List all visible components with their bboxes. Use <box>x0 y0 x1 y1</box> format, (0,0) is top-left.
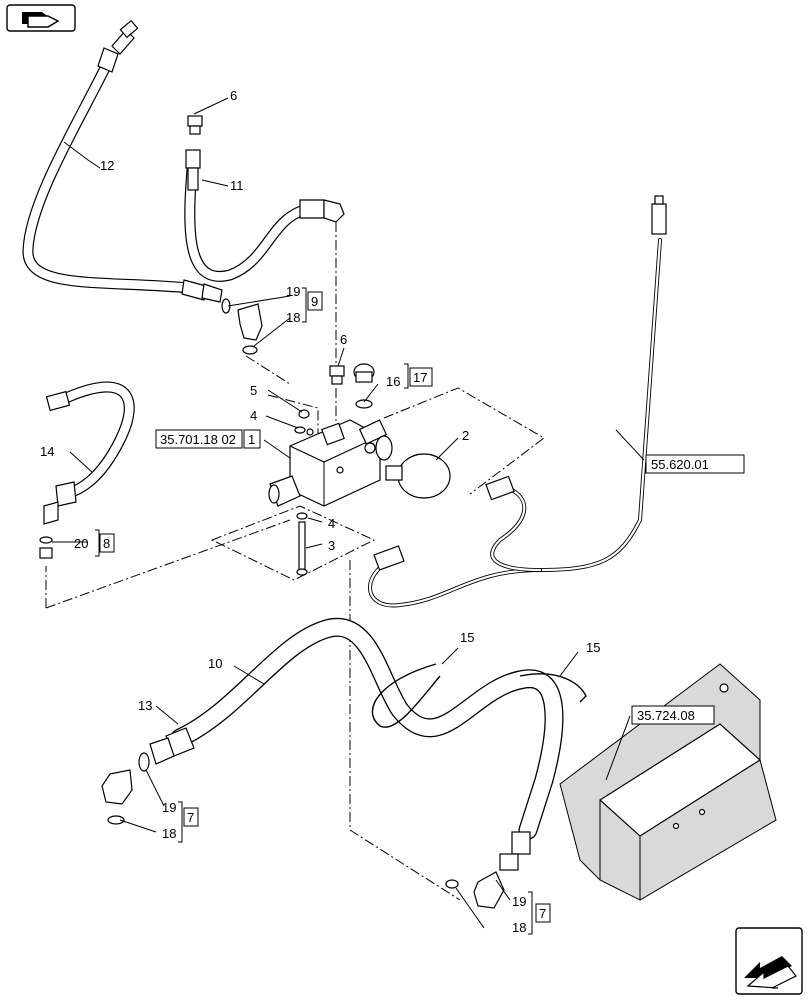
callout-3: 3 <box>328 538 335 553</box>
box-7-right <box>535 903 551 923</box>
hose-10[interactable] <box>170 617 564 840</box>
ref-box-bracket[interactable] <box>631 705 715 725</box>
callout-7-right: 7 <box>539 906 546 921</box>
clamp-15-right[interactable] <box>519 673 587 703</box>
callout-18-left: 18 <box>162 826 176 841</box>
hose-12[interactable] <box>22 19 223 303</box>
callout-1: 1 <box>248 432 255 447</box>
pressure-switch-wiring[interactable] <box>368 195 667 608</box>
box-8 <box>99 533 115 553</box>
callout-20: 20 <box>74 536 88 551</box>
box-7-left <box>183 807 199 827</box>
callout-16: 16 <box>386 374 400 389</box>
accumulator-2[interactable] <box>375 435 451 499</box>
callout-12: 12 <box>100 158 114 173</box>
callout-18-right: 18 <box>512 920 526 935</box>
plug-16[interactable] <box>353 363 375 409</box>
callout-8: 8 <box>103 536 110 551</box>
box-9 <box>307 291 323 311</box>
callout-15-left: 15 <box>460 630 474 645</box>
callout-6-mid: 6 <box>340 332 347 347</box>
washer-4-bottom[interactable] <box>296 512 308 520</box>
callout-4-bottom: 4 <box>328 516 335 531</box>
callout-17: 17 <box>413 370 427 385</box>
callout-5: 5 <box>250 383 257 398</box>
callout-15-right: 15 <box>586 640 600 655</box>
fitting-6-mid[interactable] <box>329 365 345 385</box>
navigation-arrow-icon[interactable] <box>6 4 76 32</box>
hose-end-lower[interactable] <box>445 831 531 909</box>
hose-14[interactable] <box>39 381 135 559</box>
callout-19-right: 19 <box>512 894 526 909</box>
leader-lines <box>52 97 645 929</box>
box-1 <box>243 429 261 449</box>
ref-harness-label: 55.620.01 <box>651 457 709 472</box>
hose-11[interactable] <box>184 149 345 282</box>
elbow-fitting-top[interactable] <box>221 298 263 355</box>
ref-box-valve[interactable] <box>155 429 243 449</box>
group-brackets <box>95 287 533 935</box>
callout-2: 2 <box>462 428 469 443</box>
callout-9: 9 <box>311 294 318 309</box>
next-page-arrow-icon[interactable] <box>735 927 803 995</box>
hose-end-13[interactable] <box>101 727 195 825</box>
callout-6-top: 6 <box>230 88 237 103</box>
callout-4-top: 4 <box>250 408 257 423</box>
callout-13: 13 <box>138 698 152 713</box>
bracket[interactable] <box>559 663 777 901</box>
callout-11: 11 <box>230 178 244 193</box>
callout-14: 14 <box>40 444 54 459</box>
ref-valve-label: 35.701.18 02 <box>160 432 236 447</box>
callout-18-top: 18 <box>286 310 300 325</box>
callout-7-left: 7 <box>187 810 194 825</box>
ref-box-harness[interactable] <box>645 454 745 474</box>
washer-4-top[interactable] <box>294 426 306 434</box>
callout-10: 10 <box>208 656 222 671</box>
clamp-15-left[interactable] <box>371 663 441 728</box>
callout-19-left: 19 <box>162 800 176 815</box>
box-17 <box>409 367 433 387</box>
bolt-3[interactable] <box>296 521 308 576</box>
ref-bracket-label: 35.724.08 <box>637 708 695 723</box>
valve-block-1[interactable] <box>268 419 388 507</box>
fitting-6-top[interactable] <box>187 115 203 135</box>
alignment-lines <box>45 222 545 901</box>
callout-19-top: 19 <box>286 284 300 299</box>
